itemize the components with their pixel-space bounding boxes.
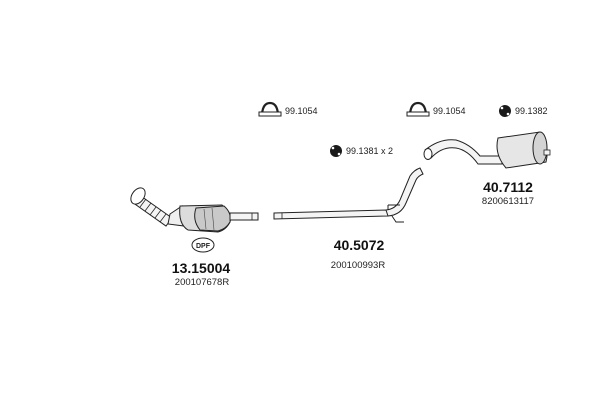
catalyst-part-number[interactable]: 13.15004 — [172, 260, 231, 276]
catalyst-dpf-assembly[interactable] — [128, 185, 259, 233]
silencer-oem-number: 8200613117 — [482, 196, 534, 207]
mid-pipe-assembly[interactable] — [273, 167, 424, 223]
rubber-mount-single[interactable]: 99.1382 — [499, 105, 548, 117]
rubber-mount-pair[interactable]: 99.1381 x 2 — [330, 145, 393, 157]
clamp-left-code: 99.1054 — [285, 106, 318, 116]
cat-outlet-tube — [229, 212, 259, 221]
rubber-mount-single-code: 99.1382 — [515, 106, 548, 116]
mid-pipe-straight — [273, 209, 389, 220]
inlet-flange — [130, 187, 146, 205]
rubber-mount-icon — [499, 105, 511, 117]
dpf-badge: DPF — [191, 237, 215, 253]
clamp-right-code: 99.1054 — [433, 106, 466, 116]
clamp-left[interactable]: 99.1054 — [258, 101, 318, 117]
clamp-icon — [406, 101, 430, 117]
clamp-icon — [258, 101, 282, 117]
rubber-mount-icon — [330, 145, 342, 157]
dpf-badge-text: DPF — [196, 243, 211, 250]
rear-silencer-assembly[interactable] — [423, 131, 551, 169]
mid-pipe-bend — [385, 167, 424, 217]
rubber-mount-pair-code: 99.1381 x 2 — [346, 146, 393, 156]
dpf-heat-shield — [194, 205, 231, 232]
mid-pipe-hanger — [387, 204, 400, 210]
silencer-part-number[interactable]: 40.7112 — [483, 179, 533, 195]
silencer-end-cap — [532, 131, 548, 165]
catalyst-oem-number: 200107678R — [175, 277, 230, 288]
silencer-inlet-pipe — [424, 139, 503, 165]
silencer-tailpipe — [543, 149, 551, 156]
mid-pipe-oem-number: 200100993R — [331, 260, 386, 271]
mid-pipe-part-number[interactable]: 40.5072 — [334, 237, 385, 253]
clamp-right[interactable]: 99.1054 — [406, 101, 466, 117]
